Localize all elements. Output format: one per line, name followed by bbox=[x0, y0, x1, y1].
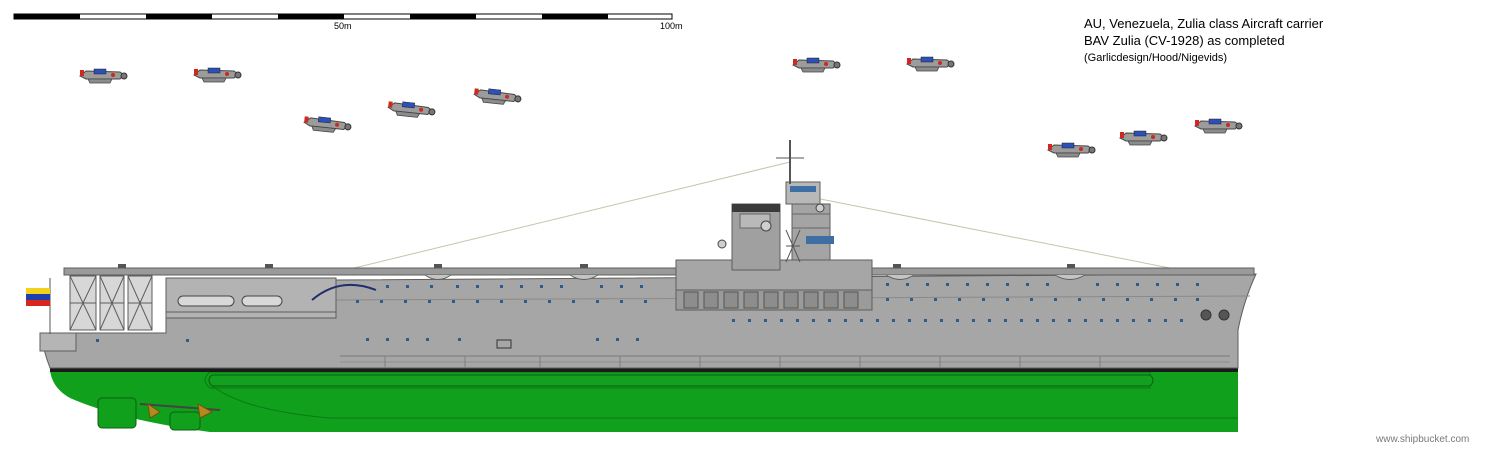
aerial-rigging bbox=[345, 161, 1181, 271]
underwater-hull bbox=[50, 370, 1238, 432]
hull-topsides bbox=[39, 273, 1257, 369]
aircraft-6 bbox=[792, 57, 841, 73]
island-superstructure bbox=[675, 140, 873, 311]
design-credits: (Garlicdesign/Hood/Nigevids) bbox=[1084, 52, 1228, 64]
propellers-and-rudder bbox=[97, 397, 221, 431]
venezuela-flag-icon bbox=[26, 278, 51, 334]
scale-bar bbox=[13, 13, 673, 20]
aircraft-3 bbox=[302, 114, 353, 135]
hangar-boat-bay bbox=[165, 277, 377, 319]
aft-truss-supports bbox=[69, 275, 153, 331]
aircraft-5 bbox=[472, 86, 523, 107]
aircraft-10 bbox=[1194, 118, 1243, 134]
site-watermark: www.shipbucket.com bbox=[1376, 434, 1470, 445]
flight-deck bbox=[63, 264, 1255, 280]
portholes-middle bbox=[356, 298, 1199, 303]
portholes-upper bbox=[386, 283, 1199, 288]
aircraft-2 bbox=[193, 67, 242, 83]
aircraft-formation bbox=[79, 56, 1243, 158]
aircraft-9 bbox=[1119, 130, 1168, 146]
boot-topping bbox=[50, 366, 1238, 372]
aircraft-4 bbox=[386, 99, 437, 120]
ship-class-title: AU, Venezuela, Zulia class Aircraft carr… bbox=[1084, 16, 1324, 31]
anchor-hawse bbox=[496, 309, 1230, 349]
ship-name-title: BAV Zulia (CV-1928) as completed bbox=[1084, 33, 1285, 48]
scale-end-label: 100m bbox=[660, 21, 683, 31]
portholes-lower bbox=[96, 319, 1183, 342]
aircraft-7 bbox=[906, 56, 955, 72]
aircraft-8 bbox=[1047, 142, 1096, 158]
aircraft-1 bbox=[79, 68, 128, 84]
scale-mid-label: 50m bbox=[334, 21, 352, 31]
